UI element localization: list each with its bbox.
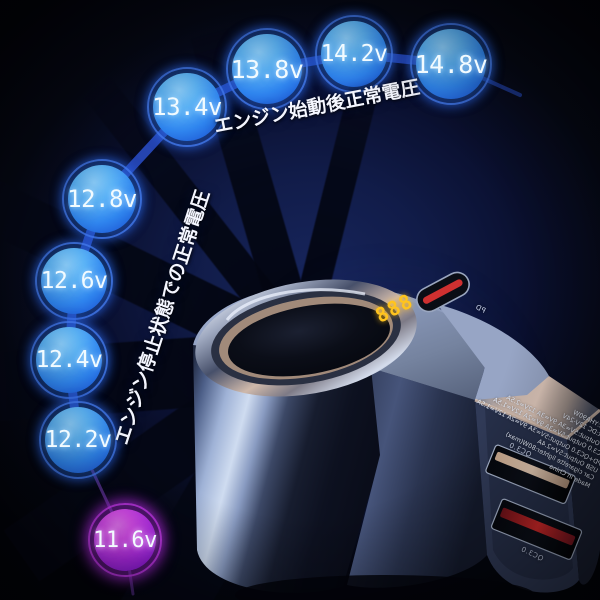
- node-value-label: 14.2v: [320, 41, 388, 67]
- node-value-label: 14.8v: [414, 49, 488, 79]
- voltage-node-12_4v[interactable]: 12.4v: [30, 321, 108, 399]
- voltage-node-12_2v[interactable]: 12.2v: [39, 401, 117, 479]
- node-value-label: 11.6v: [93, 527, 157, 553]
- node-value-label: 13.4v: [152, 93, 222, 121]
- node-value-label: 12.8v: [67, 185, 137, 213]
- voltage-node-12_6v[interactable]: 12.6v: [35, 242, 113, 320]
- node-value-label: 12.2v: [44, 427, 112, 453]
- voltage-node-14_8v[interactable]: 14.8v: [410, 23, 492, 105]
- node-value-label: 13.8v: [230, 54, 304, 84]
- voltage-node-11_6v[interactable]: 11.6v: [88, 503, 162, 577]
- voltage-node-12_8v[interactable]: 12.8v: [62, 159, 142, 239]
- node-value-label: 12.4v: [35, 347, 103, 373]
- node-value-label: 12.6v: [40, 268, 108, 294]
